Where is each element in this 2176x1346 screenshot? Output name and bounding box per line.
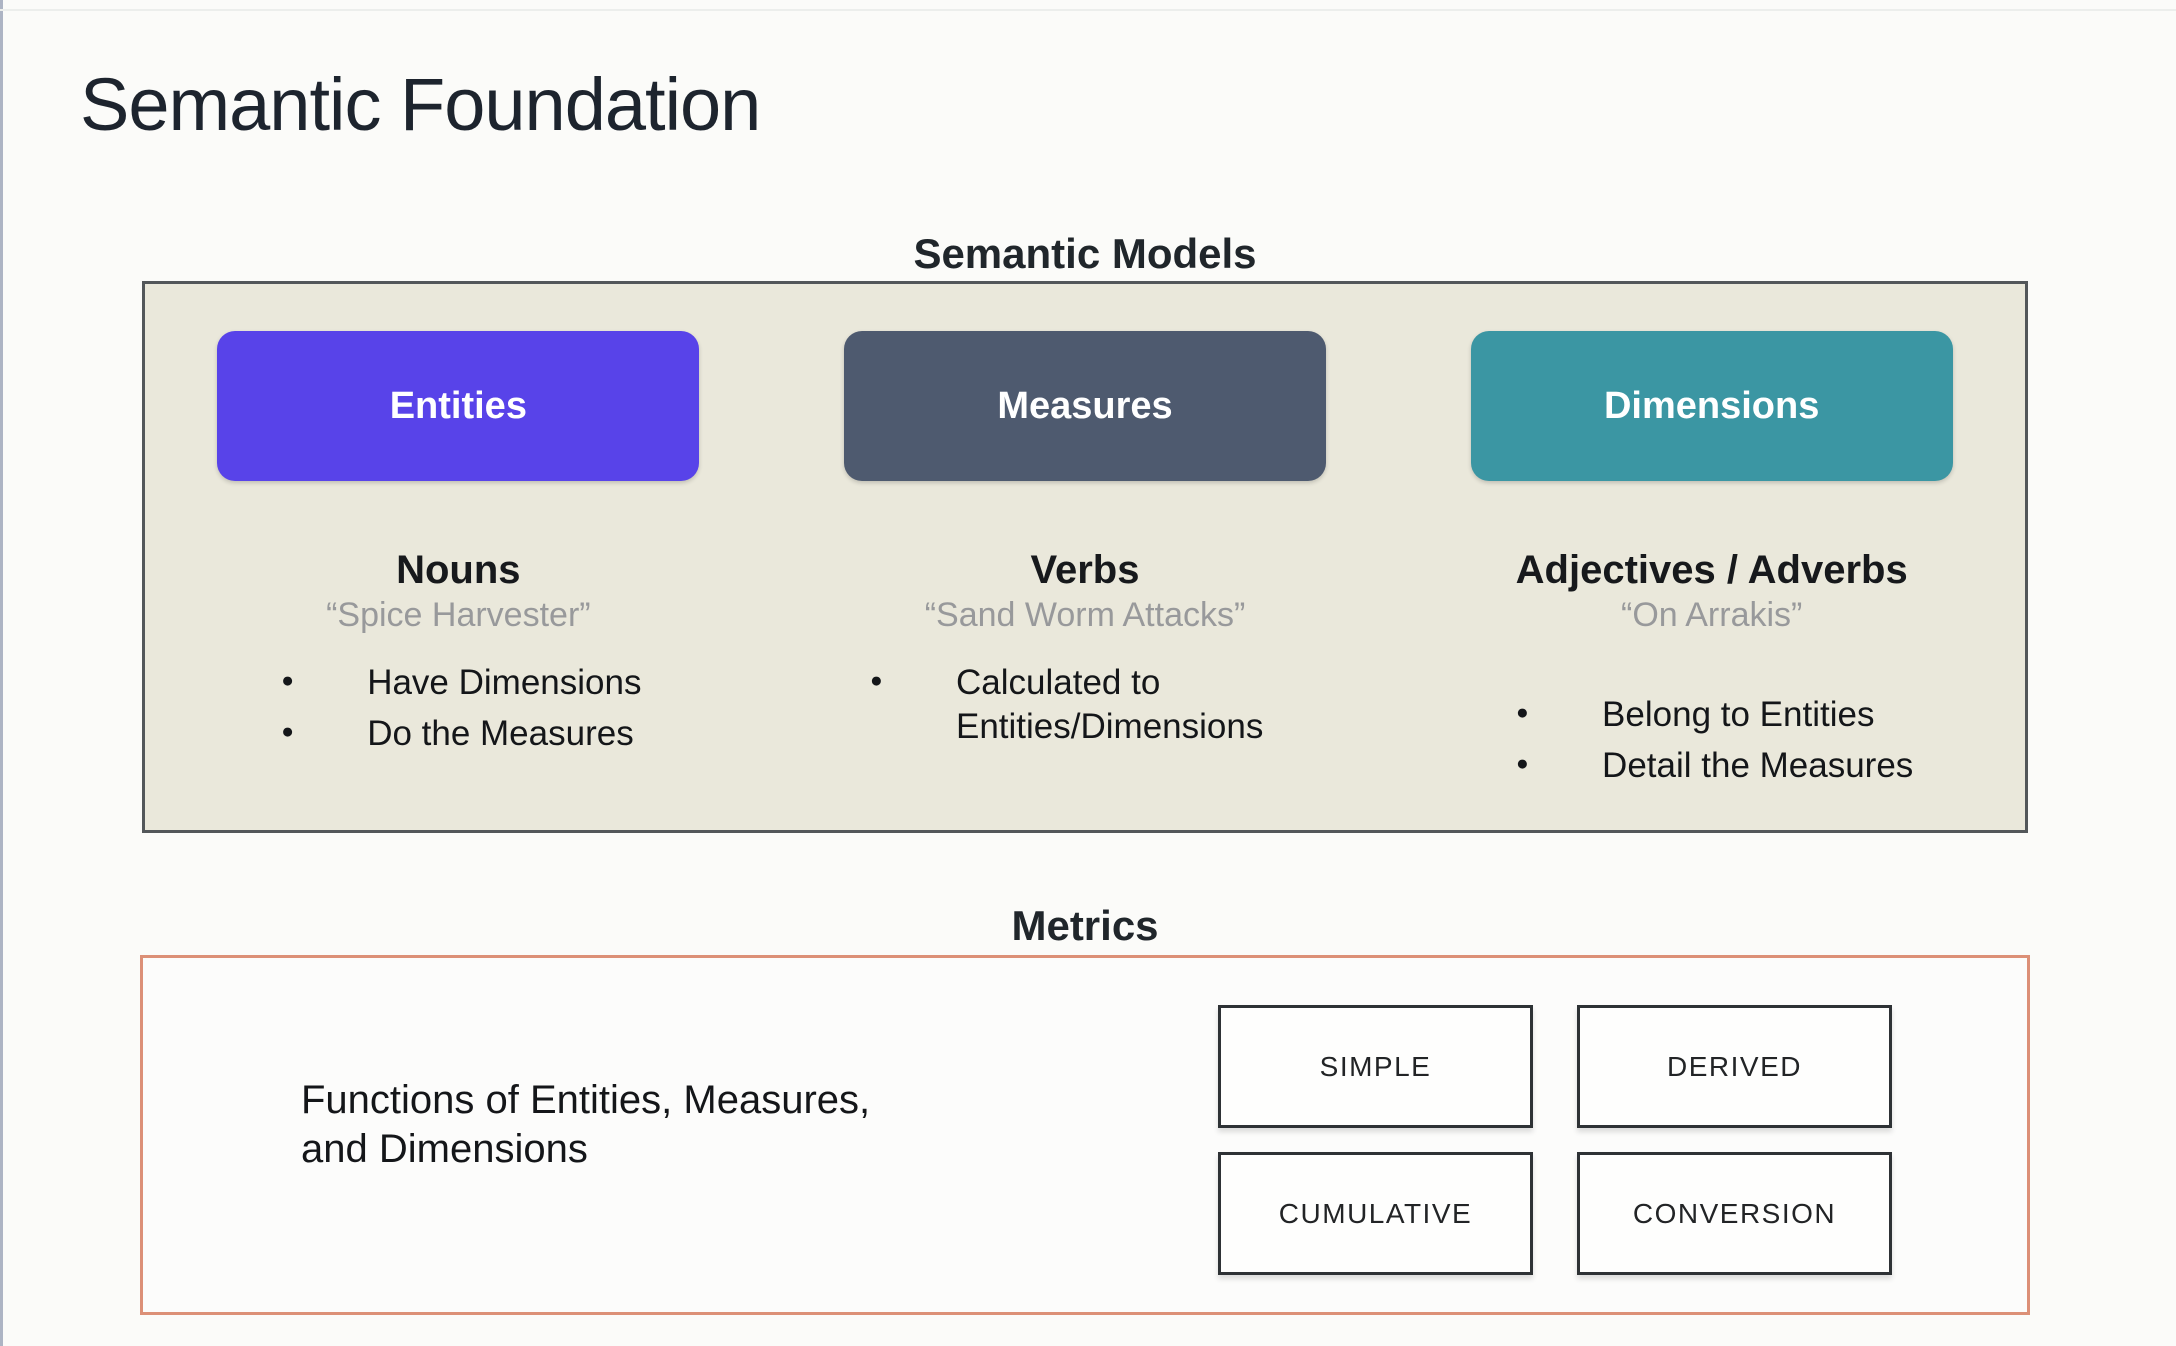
dimensions-pill: Dimensions (1470, 331, 1953, 481)
list-item: Have Dimensions (275, 661, 641, 705)
dimensions-role-label: Adjectives / Adverbs (1515, 548, 1908, 592)
column-entities: Entities Nouns “Spice Harvester” Have Di… (145, 284, 772, 830)
entities-example-quote: “Spice Harvester” (326, 596, 591, 634)
entities-pill: Entities (217, 331, 700, 481)
semantic-models-panel: Entities Nouns “Spice Harvester” Have Di… (142, 281, 2028, 833)
metrics-description: Functions of Entities, Measures, and Dim… (301, 1076, 870, 1174)
semantic-models-heading: Semantic Models (913, 230, 1257, 277)
column-dimensions: Dimensions Adjectives / Adverbs “On Arra… (1398, 284, 2025, 830)
metrics-heading: Metrics (1011, 902, 1159, 949)
slide-left-edge-line (0, 0, 3, 1346)
measures-role-label: Verbs (1030, 548, 1140, 592)
list-item: Do the Measures (275, 712, 641, 756)
column-measures: Measures Verbs “Sand Worm Attacks” Calcu… (772, 284, 1399, 830)
metric-type-box-cumulative: CUMULATIVE (1218, 1152, 1533, 1275)
measures-example-quote: “Sand Worm Attacks” (924, 596, 1246, 634)
dimensions-example-quote: “On Arrakis” (1621, 596, 1803, 634)
list-item: Belong to Entities (1510, 693, 1913, 737)
entities-role-label: Nouns (396, 548, 521, 592)
metric-type-box-derived: DERIVED (1577, 1005, 1892, 1128)
list-item: Calculated to Entities/Dimensions (864, 661, 1306, 749)
slide-top-edge-line (0, 9, 2176, 11)
metrics-description-line1: Functions of Entities, Measures, (301, 1078, 871, 1122)
metrics-panel: Functions of Entities, Measures, and Dim… (140, 955, 2030, 1315)
measures-bullet-list: Calculated to Entities/Dimensions (864, 661, 1306, 756)
entities-bullet-list: Have Dimensions Do the Measures (275, 661, 641, 763)
metric-type-box-conversion: CONVERSION (1577, 1152, 1892, 1275)
page-title: Semantic Foundation (80, 63, 761, 146)
metrics-description-line2: and Dimensions (301, 1126, 588, 1171)
list-item: Detail the Measures (1510, 744, 1913, 788)
metric-type-box-simple: SIMPLE (1218, 1005, 1533, 1128)
measures-pill: Measures (844, 331, 1326, 481)
dimensions-bullet-list: Belong to Entities Detail the Measures (1510, 693, 1913, 795)
